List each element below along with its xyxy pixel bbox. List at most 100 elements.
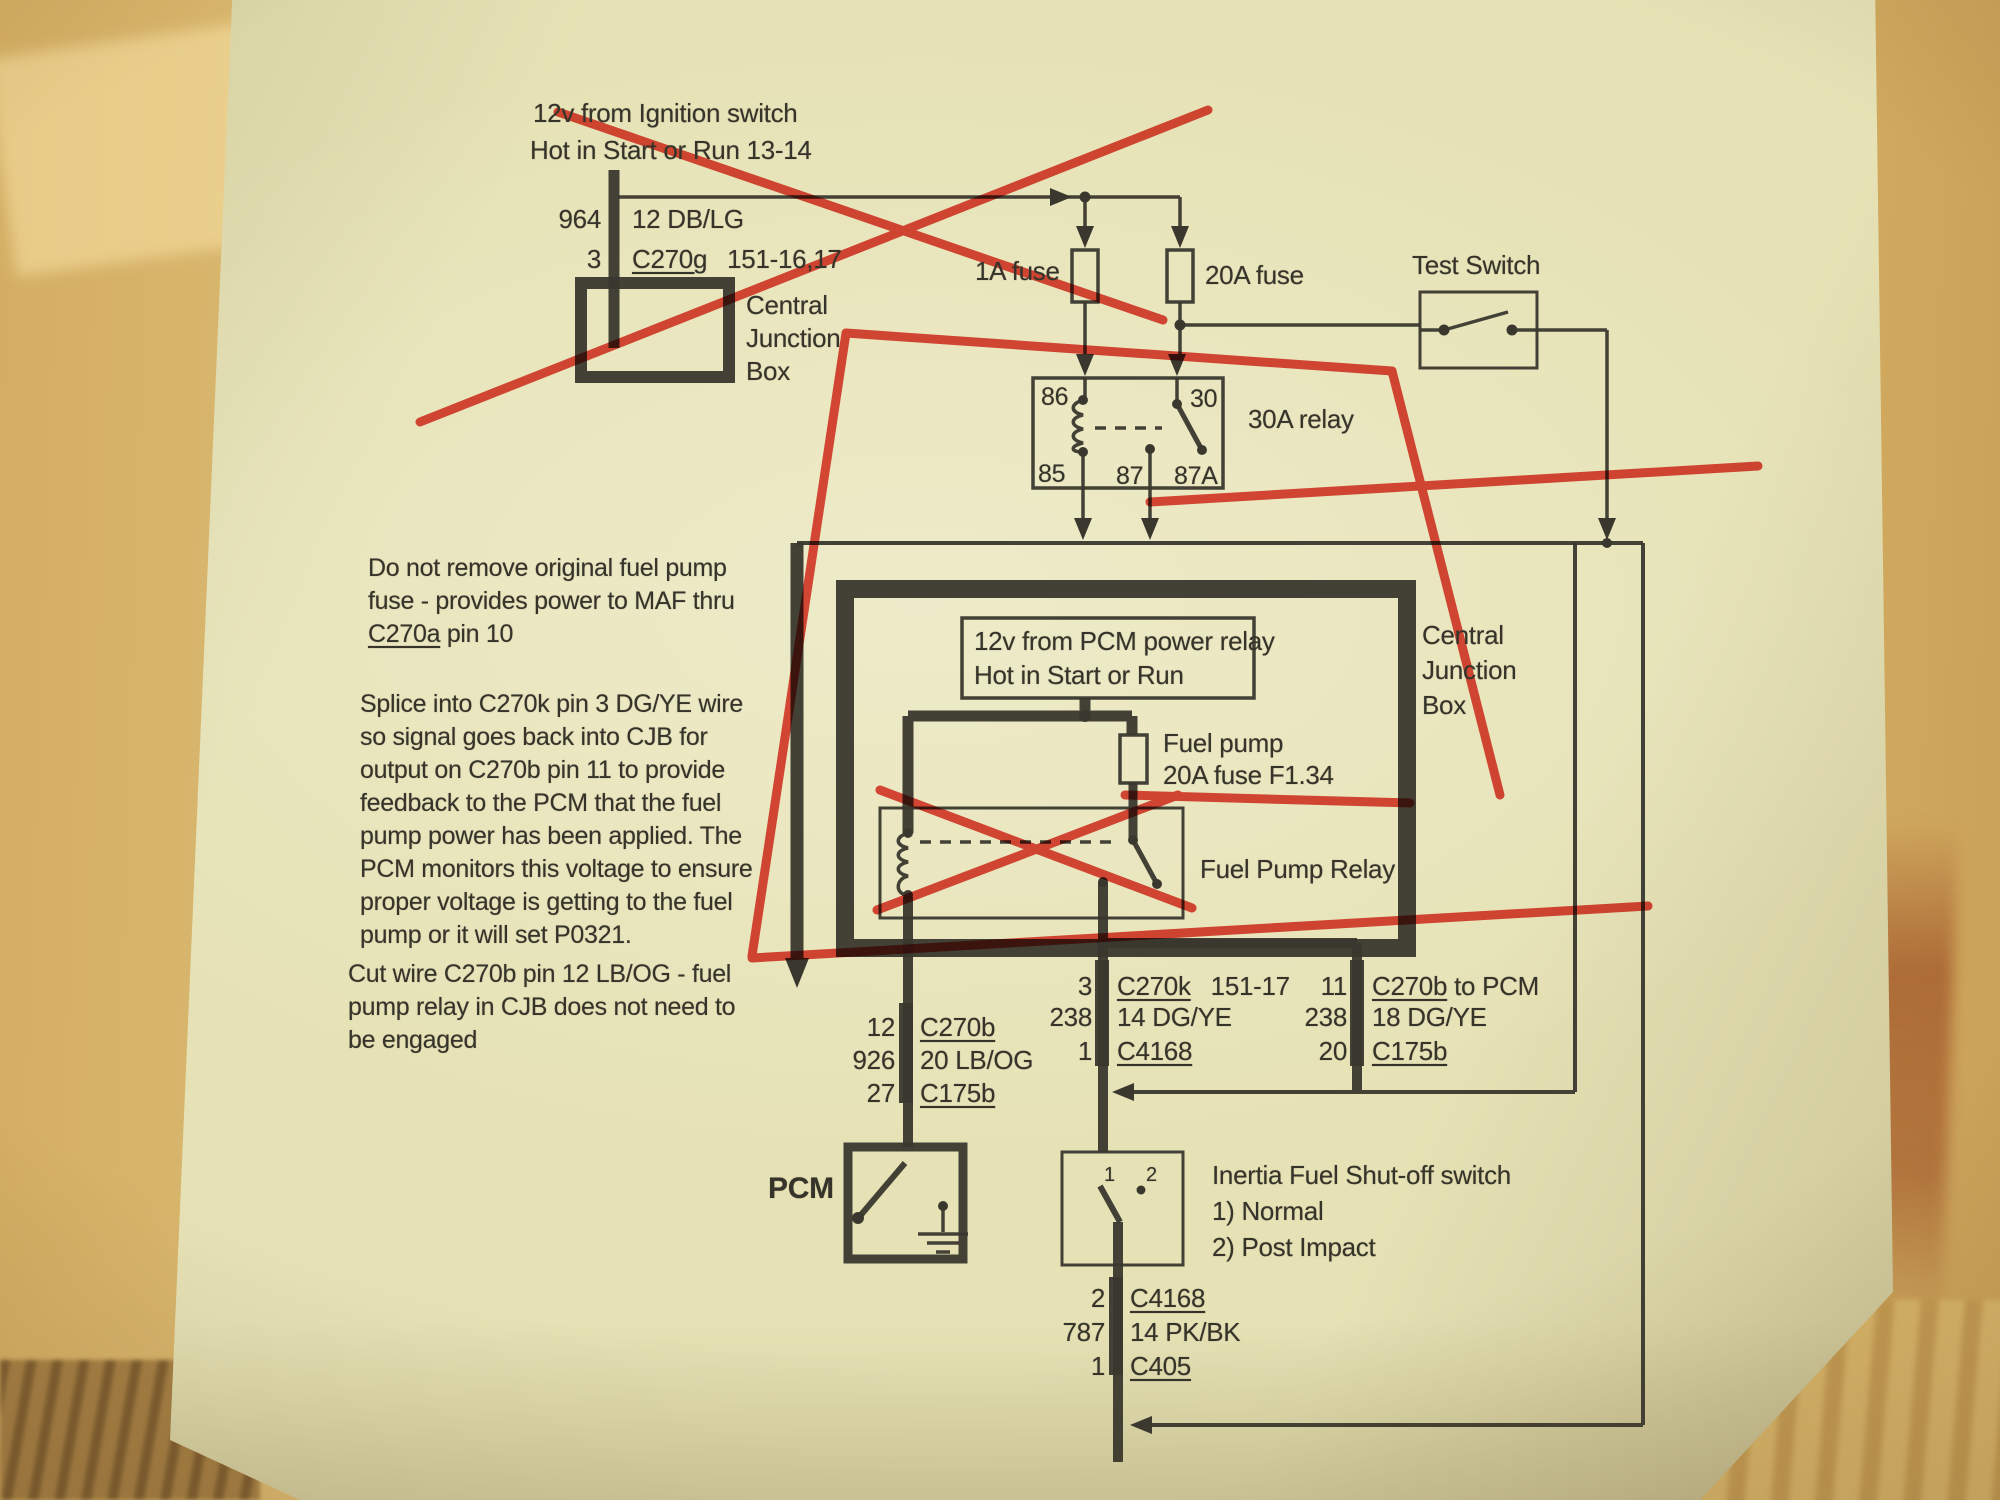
conn-a-pin1: 3 [1077,971,1092,1001]
conn-a-row3: C4168 [1117,1036,1193,1066]
inertia-item2: 2) Post Impact [1212,1232,1376,1262]
conn-b-pin3: 20 [1318,1036,1348,1066]
arrow-down-85out [1074,518,1092,540]
note-2: Splice into C270k pin 3 DG/YE wire so si… [360,690,753,949]
conn-b-row3: C175b [1372,1036,1448,1066]
conn-d-row1: C4168 [1130,1283,1206,1313]
fuel-pump-relay-coil [896,831,909,897]
right-return-wire-2 [1150,543,1645,1427]
red-outline-top [841,328,1397,376]
cjb-top-label-2: Junction [746,323,841,353]
fuel-pump-relay-arm [1130,838,1160,886]
conn-c-pin1: 12 [866,1012,896,1042]
conn-a-row2: 14 DG/YE [1117,1002,1232,1032]
red-x2-stroke-b [872,790,1183,915]
relay-switch-arm [1174,402,1205,452]
arrow-down-20a [1171,226,1189,248]
relay-pin-86: 86 [1041,383,1069,411]
test-switch-label: Test Switch [1412,250,1541,280]
arrow-right-feed [1050,188,1072,206]
relay-pin-stubs [1081,378,1179,488]
pin-3: 3 [586,244,601,274]
arrow-down-pin86 [1076,354,1094,376]
red-outline-left [747,328,851,961]
conn-b-row1: C270b to PCM [1372,971,1539,1002]
ignition-source-line1: 12v from Ignition switch [533,98,798,128]
fpr-coil-dot-top [903,828,913,838]
wire-12dblg: 12 DB/LG [632,204,744,234]
test-switch-pivot-dot [1438,324,1450,336]
arrow-down-87out [1141,518,1159,540]
fpr-arm-dot [1152,879,1162,889]
fuel-pump-fuse-line2: 20A fuse F1.34 [1163,760,1334,790]
c270b-extra: to PCM [1454,971,1539,1001]
red-outline-bottom [747,901,1653,963]
fuel-pump-fuse-line1: Fuel pump [1163,728,1284,758]
relay-output-wires [1081,488,1152,530]
inertia-pin2-label: 2 [1146,1164,1157,1186]
relay-coil [1071,398,1084,454]
conn-d-pin3: 1 [1090,1351,1105,1381]
c270k-extra: 151-17 [1210,971,1290,1001]
junction-dot-bus [1602,538,1612,548]
fuse-1a-symbol [1070,248,1100,304]
right-return-wire-1 [1132,543,1577,1094]
pcm-ground-symbol [918,1206,968,1254]
black-ink-layer [575,170,1645,1462]
cjb-main-label-1: Central [1422,620,1504,650]
note-1: Do not remove original fuel pump fuse - … [368,552,768,651]
fuse-20a-symbol [1165,248,1195,304]
pcm-source-line1: 12v from PCM power relay [974,626,1275,656]
pcm-box [843,1142,968,1264]
note1-post: pin 10 [440,620,514,648]
ignition-source-line2: Hot in Start or Run 13-14 [530,135,812,165]
red-marker-annotations [415,105,1763,963]
conn-c-pin2: 926 [852,1045,896,1075]
conn-d-pin1: 2 [1090,1283,1105,1313]
relay-30a-box [1031,376,1225,490]
relay-pin-87: 87 [1116,462,1144,490]
inertia-pin2-dot [1136,1185,1146,1195]
fuel-pump-relay-box [878,806,1185,920]
fuel-pump-fuse-symbol [1118,733,1149,785]
junction-dot-feed [1079,191,1091,203]
red-line-right [1145,461,1763,507]
inertia-switch-arm [1097,1184,1123,1224]
red-x1-stroke-b [415,105,1213,427]
fuse-feed-wires [618,195,1420,364]
conn-c-row3: C175b [920,1078,996,1108]
c270b-name: C270b [1372,971,1448,1001]
pcm-power-source-box [960,616,1256,700]
conn-d-row2: 14 PK/BK [1130,1317,1241,1347]
conn-c-row1: C270b [920,1012,996,1042]
note-3: Cut wire C270b pin 12 LB/OG - fuel pump … [348,960,736,1054]
inertia-item1: 1) Normal [1212,1196,1324,1226]
inertia-pin1-label: 1 [1104,1164,1115,1186]
relay-pin-87a: 87A [1174,462,1218,490]
conn-d-pin2: 787 [1062,1317,1106,1347]
cjb-main-label-2: Junction [1422,655,1517,685]
cjb-tee-dot [1079,710,1091,722]
relay-coil-dot-bottom [1078,447,1088,457]
pcm-label: PCM [768,1172,834,1205]
fuse-20a-label: 20A fuse [1205,260,1304,290]
conn-b-row2: 18 DG/YE [1372,1002,1487,1032]
relay-pin-85: 85 [1038,460,1066,488]
conn-c-pin3: 27 [866,1078,896,1108]
relay-pin87-dot [1145,444,1155,454]
pcm-source-line2: Hot in Start or Run [974,660,1184,690]
junction-dot-20a [1174,319,1186,331]
test-switch-wiring [1420,310,1609,534]
cjb-top-label-3: Box [746,356,790,386]
relay-coil-dot-top [1078,395,1088,405]
arrow-down-testswitch [1598,518,1616,540]
test-switch-contact-dot [1506,324,1518,336]
conn-a-pin2: 238 [1049,1002,1093,1032]
conn-a-pin3: 1 [1077,1036,1092,1066]
fpr-pivot-dot [1128,835,1138,845]
c270g-name: C270g [632,244,708,274]
relay-pin30-dot [1172,399,1182,409]
